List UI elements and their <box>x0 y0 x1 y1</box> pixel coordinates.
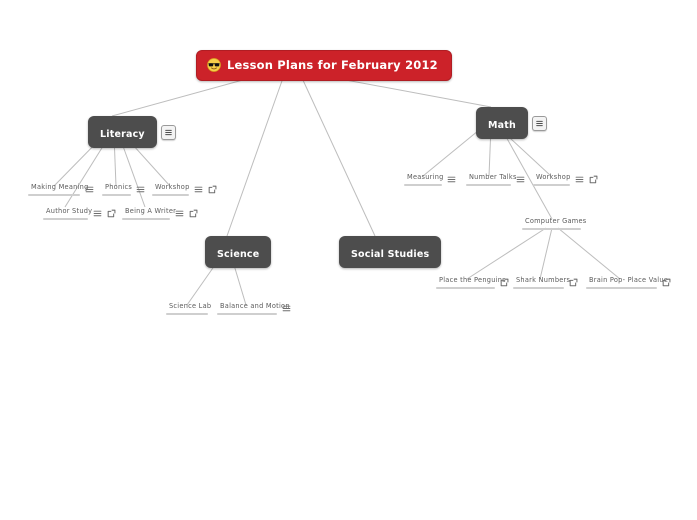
notes-icon[interactable] <box>194 185 203 194</box>
leaf-node-brain-pop-place-value[interactable]: Brain Pop- Place Value <box>586 276 671 289</box>
branch-node-science[interactable]: Science <box>205 236 272 268</box>
leaf-node-underline <box>217 313 277 315</box>
notes-icon[interactable] <box>160 124 176 140</box>
notes-icon[interactable] <box>516 175 525 184</box>
leaf-node-balance-and-motion[interactable]: Balance and Motion <box>217 302 291 315</box>
branch-node-math-label: Math <box>488 120 516 131</box>
leaf-node-label: Number Talks <box>469 173 517 181</box>
edge-math-to-measuring <box>422 125 485 177</box>
leaf-node-label: Brain Pop- Place Value <box>589 276 669 284</box>
notes-icon[interactable] <box>85 185 94 194</box>
leaf-node-text-box: Balance and Motion <box>217 302 290 315</box>
leaf-node-label: Being A Writer <box>125 207 177 215</box>
edge-computer-games-to-brain-pop-place-value <box>557 227 621 280</box>
notes-icon[interactable] <box>575 175 584 184</box>
notes-icon[interactable] <box>175 209 184 218</box>
edge-root-to-literacy <box>111 77 251 117</box>
leaf-node-measuring[interactable]: Measuring <box>404 173 456 186</box>
leaf-node-literacy-workshop[interactable]: Workshop <box>152 183 217 196</box>
leaf-node-underline <box>122 218 170 220</box>
leaf-node-underline <box>586 287 657 289</box>
external-link-icon[interactable] <box>189 209 198 218</box>
leaf-node-text-box: Author Study <box>43 207 93 220</box>
leaf-node-text-box: Computer Games <box>522 217 587 230</box>
external-link-icon[interactable] <box>569 278 578 287</box>
leaf-node-author-study[interactable]: Author Study <box>43 207 116 220</box>
leaf-node-label: Author Study <box>46 207 93 215</box>
edge-root-to-social-studies <box>301 77 376 237</box>
leaf-node-underline <box>513 287 564 289</box>
branch-node-math-pill[interactable]: Math <box>476 107 528 139</box>
leaf-node-math-workshop[interactable]: Workshop <box>533 173 598 186</box>
branch-node-social-studies-label: Social Studies <box>351 249 430 260</box>
leaf-node-underline <box>166 313 208 315</box>
notes-icon[interactable] <box>282 304 291 313</box>
branch-node-literacy[interactable]: Literacy <box>88 116 176 148</box>
leaf-node-underline <box>522 228 581 230</box>
root-node-label: Lesson Plans for February 2012 <box>227 58 438 72</box>
leaf-node-label: Making Meaning <box>31 183 89 191</box>
branch-node-social-studies-pill[interactable]: Social Studies <box>339 236 442 268</box>
leaf-node-label: Balance and Motion <box>220 302 290 310</box>
notes-icon[interactable] <box>531 115 547 131</box>
branch-node-math[interactable]: Math <box>476 107 547 139</box>
leaf-node-phonics[interactable]: Phonics <box>102 183 145 196</box>
branch-node-science-pill[interactable]: Science <box>205 236 272 268</box>
leaf-node-underline <box>102 194 131 196</box>
leaf-node-text-box: Measuring <box>404 173 444 186</box>
leaf-node-label: Measuring <box>407 173 444 181</box>
external-link-icon[interactable] <box>500 278 509 287</box>
notes-icon[interactable] <box>93 209 102 218</box>
leaf-node-number-talks[interactable]: Number Talks <box>466 173 525 186</box>
branch-node-social-studies[interactable]: Social Studies <box>339 236 442 268</box>
leaf-node-underline <box>533 184 570 186</box>
branch-node-literacy-label: Literacy <box>100 129 145 140</box>
branch-node-literacy-pill[interactable]: Literacy <box>88 116 157 148</box>
leaf-node-shark-numbers[interactable]: Shark Numbers <box>513 276 578 289</box>
leaf-node-underline <box>466 184 511 186</box>
leaf-node-text-box: Science Lab <box>166 302 212 315</box>
edge-computer-games-to-place-the-penguins <box>466 227 547 280</box>
edge-root-to-science <box>226 77 284 237</box>
leaf-node-text-box: Making Meaning <box>28 183 89 196</box>
branch-node-science-label: Science <box>217 249 260 260</box>
leaf-node-text-box: Workshop <box>152 183 189 196</box>
leaf-node-label: Place the Penguins <box>439 276 506 284</box>
edge-root-to-math <box>334 77 492 108</box>
leaf-node-text-box: Workshop <box>533 173 570 186</box>
leaf-node-label: Workshop <box>536 173 571 181</box>
leaf-node-computer-games[interactable]: Computer Games <box>522 217 587 230</box>
notes-icon[interactable] <box>136 185 145 194</box>
external-link-icon[interactable] <box>107 209 116 218</box>
leaf-node-label: Workshop <box>155 183 190 191</box>
leaf-node-label: Computer Games <box>525 217 587 225</box>
leaf-node-text-box: Being A Writer <box>122 207 177 220</box>
leaf-node-text-box: Number Talks <box>466 173 517 186</box>
external-link-icon[interactable] <box>662 278 671 287</box>
edge-computer-games-to-shark-numbers <box>539 227 553 280</box>
external-link-icon[interactable] <box>589 175 598 184</box>
leaf-node-label: Science Lab <box>169 302 212 310</box>
leaf-node-underline <box>152 194 189 196</box>
leaf-node-being-a-writer[interactable]: Being A Writer <box>122 207 198 220</box>
leaf-node-underline <box>28 194 80 196</box>
leaf-node-underline <box>436 287 495 289</box>
leaf-node-label: Shark Numbers <box>516 276 571 284</box>
leaf-node-text-box: Place the Penguins <box>436 276 506 289</box>
leaf-node-text-box: Phonics <box>102 183 133 196</box>
sunglasses-smiley-emoji-icon <box>207 58 221 72</box>
external-link-icon[interactable] <box>208 185 217 194</box>
notes-icon[interactable] <box>447 175 456 184</box>
leaf-node-underline <box>404 184 442 186</box>
leaf-node-label: Phonics <box>105 183 133 191</box>
leaf-node-science-lab[interactable]: Science Lab <box>166 302 212 315</box>
leaf-node-underline <box>43 218 88 220</box>
leaf-node-text-box: Shark Numbers <box>513 276 571 289</box>
leaf-node-place-the-penguins[interactable]: Place the Penguins <box>436 276 509 289</box>
root-node[interactable]: Lesson Plans for February 2012 <box>196 50 452 81</box>
leaf-node-making-meaning[interactable]: Making Meaning <box>28 183 94 196</box>
leaf-node-text-box: Brain Pop- Place Value <box>586 276 669 289</box>
